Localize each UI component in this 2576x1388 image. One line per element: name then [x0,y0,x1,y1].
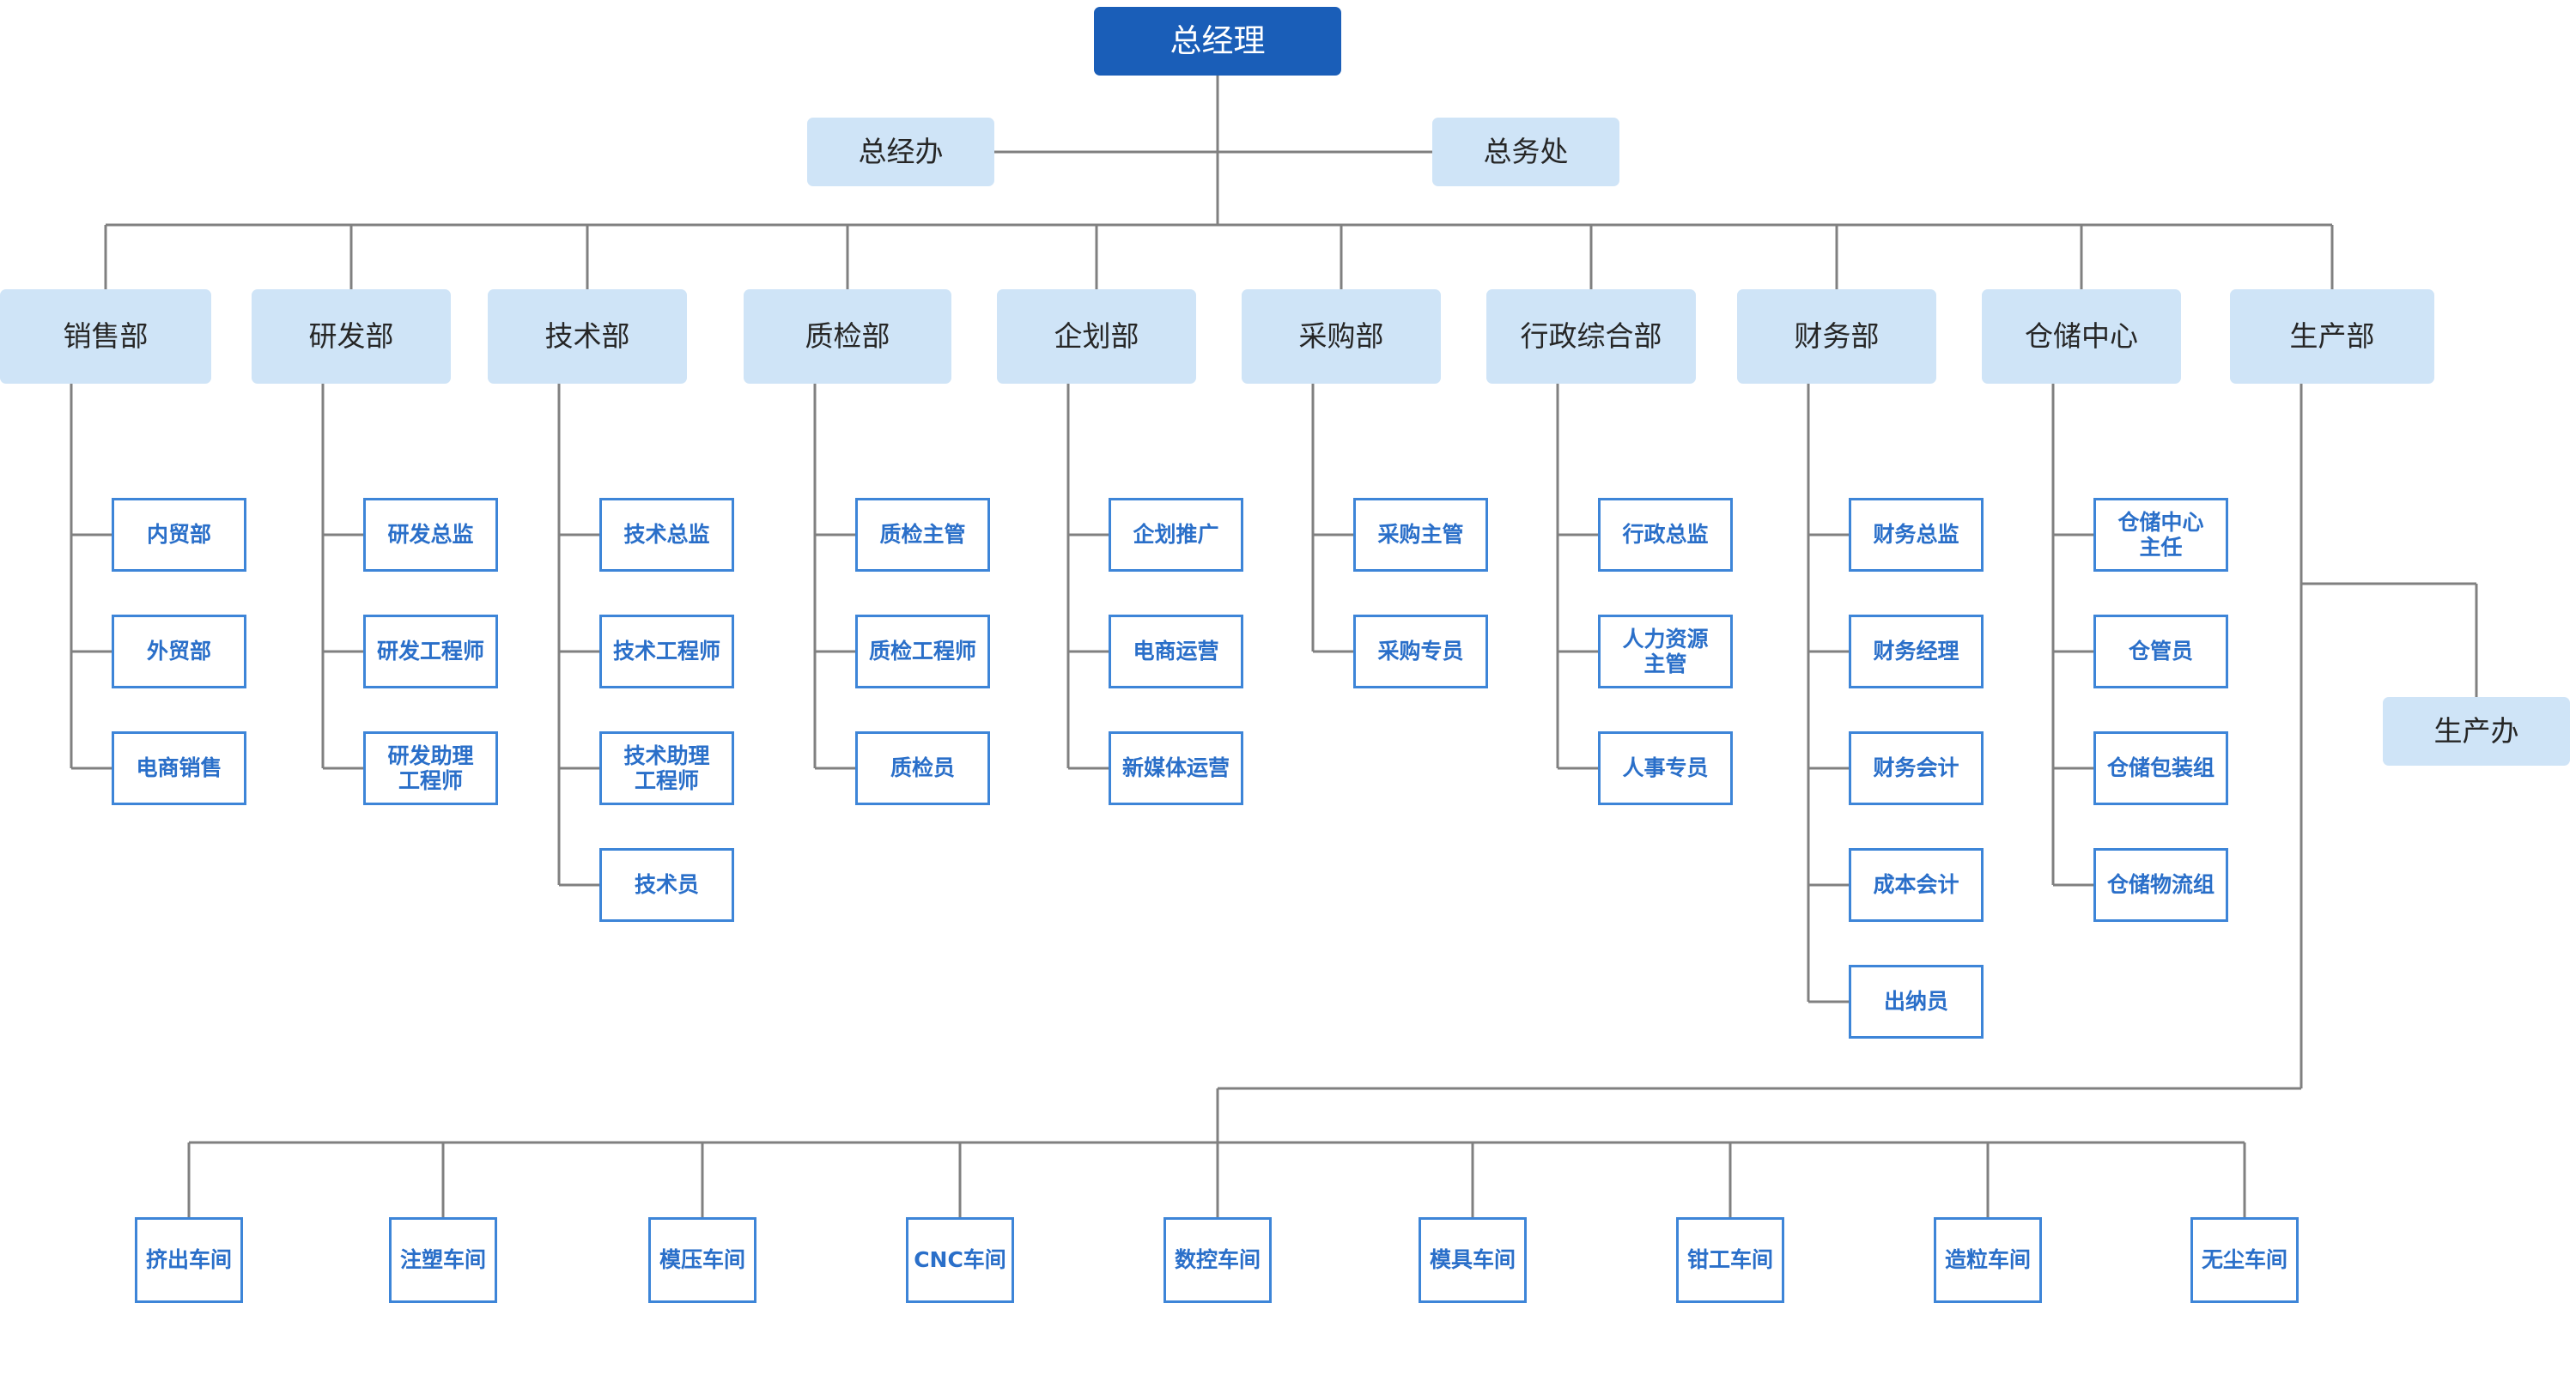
node-sub-3-1[interactable]: 质检工程师 [855,615,990,688]
node-staff-0[interactable]: 总经办 [807,118,994,186]
node-production-office[interactable]: 生产办 [2383,697,2570,766]
node-staff-1[interactable]: 总务处 [1432,118,1619,186]
node-sub-2-1[interactable]: 技术工程师 [599,615,734,688]
node-dept-9[interactable]: 生产部 [2230,289,2434,384]
node-workshop-1[interactable]: 注塑车间 [389,1217,497,1303]
node-sub-2-2[interactable]: 技术助理工程师 [599,731,734,805]
node-sub-3-2[interactable]: 质检员 [855,731,990,805]
node-sub-6-2[interactable]: 人事专员 [1598,731,1733,805]
node-sub-0-1[interactable]: 外贸部 [112,615,246,688]
node-dept-6[interactable]: 行政综合部 [1486,289,1696,384]
node-workshop-6[interactable]: 钳工车间 [1676,1217,1784,1303]
node-dept-4[interactable]: 企划部 [997,289,1196,384]
node-dept-7[interactable]: 财务部 [1737,289,1936,384]
node-sub-8-1[interactable]: 仓管员 [2093,615,2228,688]
node-dept-0[interactable]: 销售部 [0,289,211,384]
node-dept-8[interactable]: 仓储中心 [1982,289,2181,384]
node-sub-4-0[interactable]: 企划推广 [1109,498,1243,572]
node-dept-2[interactable]: 技术部 [488,289,687,384]
node-sub-8-2[interactable]: 仓储包装组 [2093,731,2228,805]
node-workshop-8[interactable]: 无尘车间 [2190,1217,2299,1303]
node-sub-2-0[interactable]: 技术总监 [599,498,734,572]
node-sub-7-1[interactable]: 财务经理 [1849,615,1984,688]
node-dept-5[interactable]: 采购部 [1242,289,1441,384]
node-workshop-7[interactable]: 造粒车间 [1934,1217,2042,1303]
node-sub-7-3[interactable]: 成本会计 [1849,848,1984,922]
node-dept-3[interactable]: 质检部 [744,289,951,384]
node-sub-4-1[interactable]: 电商运营 [1109,615,1243,688]
node-workshop-2[interactable]: 模压车间 [648,1217,756,1303]
node-sub-8-0[interactable]: 仓储中心主任 [2093,498,2228,572]
node-sub-6-1[interactable]: 人力资源主管 [1598,615,1733,688]
node-dept-1[interactable]: 研发部 [252,289,451,384]
node-sub-1-2[interactable]: 研发助理工程师 [363,731,498,805]
node-sub-7-2[interactable]: 财务会计 [1849,731,1984,805]
node-sub-8-3[interactable]: 仓储物流组 [2093,848,2228,922]
node-sub-6-0[interactable]: 行政总监 [1598,498,1733,572]
node-sub-1-0[interactable]: 研发总监 [363,498,498,572]
node-workshop-0[interactable]: 挤出车间 [135,1217,243,1303]
node-sub-7-4[interactable]: 出纳员 [1849,965,1984,1039]
node-workshop-4[interactable]: 数控车间 [1163,1217,1272,1303]
node-workshop-5[interactable]: 模具车间 [1419,1217,1527,1303]
node-sub-5-1[interactable]: 采购专员 [1353,615,1488,688]
node-sub-0-2[interactable]: 电商销售 [112,731,246,805]
node-sub-4-2[interactable]: 新媒体运营 [1109,731,1243,805]
node-root[interactable]: 总经理 [1094,7,1341,76]
node-sub-5-0[interactable]: 采购主管 [1353,498,1488,572]
node-sub-7-0[interactable]: 财务总监 [1849,498,1984,572]
node-sub-3-0[interactable]: 质检主管 [855,498,990,572]
node-sub-0-0[interactable]: 内贸部 [112,498,246,572]
node-sub-1-1[interactable]: 研发工程师 [363,615,498,688]
node-sub-2-3[interactable]: 技术员 [599,848,734,922]
node-workshop-3[interactable]: CNC车间 [906,1217,1014,1303]
